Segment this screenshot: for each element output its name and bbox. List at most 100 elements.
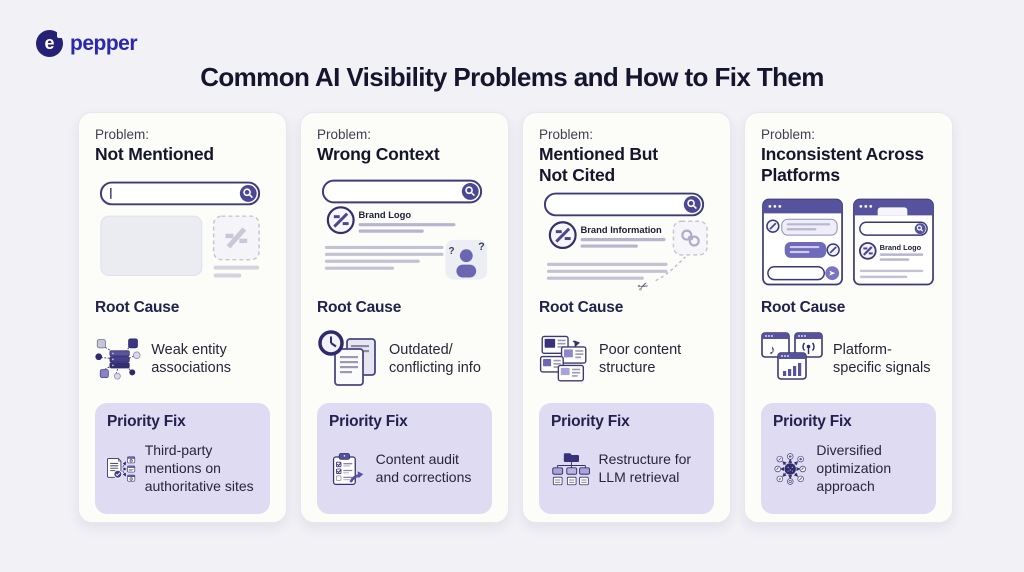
svg-text:?: ? — [448, 246, 454, 257]
brand-logo-label: Brand Logo — [359, 209, 412, 220]
card-4 — [557, 364, 585, 382]
priority-fix-text: Third-party mentions on authoritative si… — [144, 442, 254, 495]
chat-avatar-icon — [826, 242, 840, 257]
bar-chart-icon — [783, 363, 802, 377]
search-icon — [239, 185, 257, 202]
document-outreach-icon — [107, 456, 136, 482]
problem-title: Mentioned But Not Cited — [539, 144, 658, 186]
pepper-logo-text: pepper — [70, 31, 138, 55]
search-bar — [99, 181, 261, 206]
missing-citation-placeholder — [672, 220, 708, 256]
clock-documents-icon — [318, 330, 376, 387]
problem-label: Problem: — [317, 127, 372, 142]
placeholder-line — [213, 273, 242, 278]
tree-leaves — [552, 477, 589, 486]
problem-label: Problem: — [95, 127, 150, 142]
folder-icon — [563, 453, 579, 463]
priority-fix-box: Priority Fix — [761, 403, 936, 514]
pepper-logo: e pepper — [36, 30, 138, 57]
checklist-clipboard-icon — [332, 453, 364, 486]
search-with-empty-result-illustration — [99, 181, 261, 278]
priority-fix-heading: Priority Fix — [107, 413, 186, 431]
problem-label: Problem: — [539, 127, 594, 142]
search-bar — [321, 179, 483, 204]
illustration-wrong-context: Brand Logo ? ? — [317, 165, 492, 298]
priority-fix-box: Priority Fix — [539, 403, 714, 514]
browser-window: Brand Logo — [853, 198, 934, 286]
broadcast-platform-window — [794, 332, 823, 359]
entity-network-icon — [95, 338, 141, 380]
root-cause-heading: Root Cause — [761, 298, 846, 316]
illustration-missing-link: Brand Information — [539, 187, 714, 299]
analytics-platform-window — [777, 352, 807, 381]
root-cause-text: Platform- specific signals — [833, 341, 931, 377]
priority-fix-text: Diversified optimization approach — [816, 442, 892, 495]
brand-logo-icon — [326, 206, 355, 235]
problem-cards: Problem: Not Mentioned — [78, 112, 953, 523]
tree-nodes — [552, 467, 590, 476]
empty-result-card — [100, 215, 203, 276]
hierarchy-tree-icon — [552, 453, 590, 486]
paragraph-lines — [324, 245, 444, 270]
platform-windows-icon: ♪ — [761, 332, 823, 381]
priority-fix-heading: Priority Fix — [773, 413, 852, 431]
faded-brand-logo-icon — [225, 227, 248, 249]
card-wrong-context: Problem: Wrong Context — [300, 112, 509, 523]
priority-fix-text: Content audit and corrections — [375, 451, 472, 486]
page-title: Common AI Visibility Problems and How to… — [200, 62, 824, 92]
confused-user-icon: ? ? — [445, 239, 488, 280]
problem-title: Wrong Context — [317, 144, 440, 164]
illustration-empty-search — [95, 165, 270, 298]
chat-window — [762, 198, 843, 286]
chat-vs-browser-windows-illustration: Brand Logo — [762, 198, 934, 286]
music-platform-window: ♪ — [761, 332, 790, 359]
priority-fix-text: Restructure for LLM retrieval — [598, 451, 692, 486]
brand-information-label: Brand Information — [581, 224, 663, 235]
satellite-channels: P — [774, 453, 806, 486]
hub-center — [784, 463, 796, 476]
problem-title: Inconsistent Across Platforms — [761, 144, 924, 186]
priority-fix-box: Priority Fix — [95, 403, 270, 514]
brand-logo-icon — [548, 220, 577, 249]
root-cause-text: Outdated/ conflicting info — [389, 341, 481, 377]
antenna-icon — [802, 342, 815, 355]
search-result-missing-link-illustration: Brand Information — [543, 192, 708, 295]
pepper-logo-icon: e — [36, 30, 64, 57]
root-cause-heading: Root Cause — [539, 298, 624, 316]
scattered-cards-icon — [539, 335, 587, 382]
brand-logo-icon — [858, 241, 877, 260]
illustration-two-platforms: Brand Logo — [761, 187, 936, 299]
chat-avatar-icon — [766, 219, 780, 233]
root-cause-text: Poor content structure — [598, 341, 682, 377]
server-stack — [109, 350, 130, 369]
mini-site-icons — [127, 456, 136, 482]
placeholder-line — [213, 265, 260, 270]
document-front — [334, 348, 364, 387]
svg-text:P: P — [779, 478, 782, 482]
priority-fix-box: Priority Fix — [317, 403, 492, 514]
hub-spoke-icon: P — [774, 453, 806, 486]
paragraph-lines — [546, 262, 668, 280]
search-icon — [461, 183, 479, 200]
card-not-mentioned: Problem: Not Mentioned — [78, 112, 287, 523]
search-result-confused-user-illustration: Brand Logo ? ? — [321, 179, 488, 280]
search-bar — [543, 192, 705, 216]
root-cause-heading: Root Cause — [95, 298, 180, 316]
problem-label: Problem: — [761, 127, 816, 142]
root-cause-text: Weak entity associations — [151, 341, 232, 377]
link-icon — [681, 229, 700, 247]
music-note-icon: ♪ — [769, 342, 776, 357]
root-cause-heading: Root Cause — [317, 298, 402, 316]
priority-fix-heading: Priority Fix — [551, 413, 630, 431]
chat-input — [767, 265, 826, 280]
card-2 — [560, 346, 587, 364]
search-icon — [683, 195, 701, 213]
mini-search-bar — [859, 221, 928, 236]
card-mentioned-not-cited: Problem: Mentioned But Not Cited — [522, 112, 731, 523]
card-3 — [539, 356, 564, 373]
checkbox-rows — [335, 462, 353, 482]
clock-icon — [318, 330, 344, 356]
svg-text:?: ? — [478, 241, 485, 253]
problem-title: Not Mentioned — [95, 144, 214, 164]
priority-fix-heading: Priority Fix — [329, 413, 408, 431]
